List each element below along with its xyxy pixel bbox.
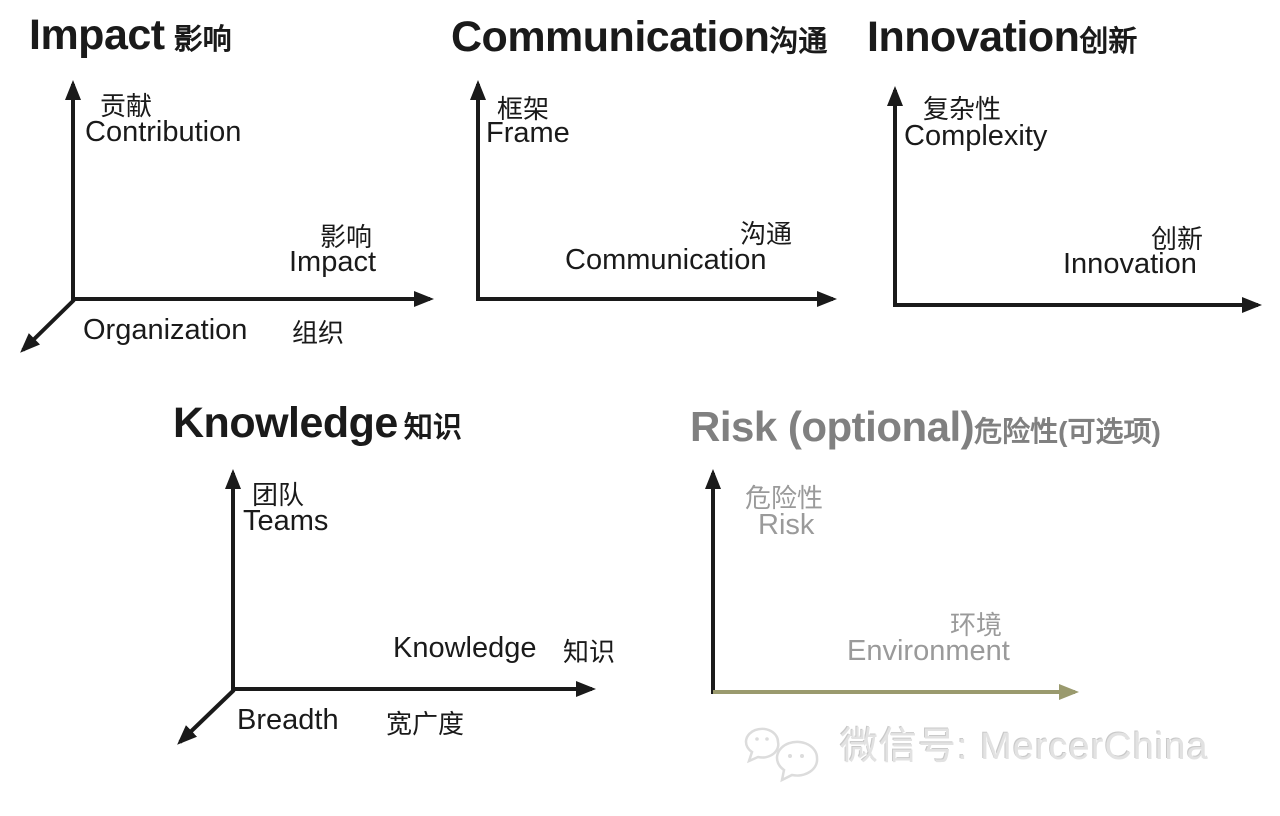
communication-x-axis-label-en: Communication xyxy=(565,244,767,276)
knowledge-y-axis-label-zh: 团队 xyxy=(252,480,305,510)
innovation-y-axis-label-en: Complexity xyxy=(904,120,1048,152)
impact-chart-title: Impact 影响 xyxy=(29,14,232,57)
impact-x-axis-label-zh: 影响 xyxy=(320,222,373,252)
communication-title-en: Communication xyxy=(451,13,770,61)
impact-x-axis-label-en: Impact xyxy=(289,246,377,278)
watermark-label: 微信号: MercerChina xyxy=(840,726,1209,768)
innovation-title-zh: 创新 xyxy=(1079,26,1138,58)
risk-chart-title: Risk (optional) 危险性(可选项) xyxy=(690,406,1161,448)
knowledge-z-axis-label-zh: 宽广度 xyxy=(386,709,465,739)
impact-title-zh: 影响 xyxy=(173,24,232,56)
innovation-title-en: Innovation xyxy=(867,13,1080,61)
innovation-chart-title: Innovation 创新 xyxy=(867,16,1137,59)
risk-x-axis-label-zh: 环境 xyxy=(950,610,1003,640)
knowledge-y-axis-label-en: Teams xyxy=(243,505,329,537)
impact-title-en: Impact xyxy=(29,11,165,59)
knowledge-title-en: Knowledge xyxy=(173,399,398,447)
communication-y-axis-label-en: Frame xyxy=(486,117,570,149)
impact-z-axis xyxy=(20,298,76,353)
communication-x-axis-label-zh: 沟通 xyxy=(740,219,793,249)
risk-y-axis-label-en: Risk xyxy=(758,509,815,541)
knowledge-chart-title: Knowledge 知识 xyxy=(173,402,462,445)
innovation-x-axis-label-zh: 创新 xyxy=(1151,224,1204,254)
risk-y-axis-label-zh: 危险性 xyxy=(745,483,824,513)
innovation-x-axis-label-en: Innovation xyxy=(1063,248,1197,280)
impact-y-axis-label-zh: 贡献 xyxy=(100,91,153,121)
risk-x-axis-label-en: Environment xyxy=(847,635,1010,667)
knowledge-z-axis-label-en: Breadth xyxy=(237,704,339,736)
impact-y-axis-label-en: Contribution xyxy=(85,116,242,148)
innovation-y-axis-label-zh: 复杂性 xyxy=(923,94,1002,124)
communication-title-zh: 沟通 xyxy=(769,26,828,58)
communication-y-axis-label-zh: 框架 xyxy=(497,94,550,124)
communication-chart-title: Communication 沟通 xyxy=(451,16,827,59)
risk-title-en: Risk (optional) xyxy=(690,403,975,450)
knowledge-x-axis-label-zh: 知识 xyxy=(563,637,616,667)
risk-title-zh: 危险性(可选项) xyxy=(974,416,1161,447)
impact-z-axis-label-zh: 组织 xyxy=(292,318,345,348)
impact-z-axis-label-en: Organization xyxy=(83,314,248,346)
knowledge-z-axis xyxy=(177,688,236,745)
knowledge-x-axis-label-en: Knowledge xyxy=(393,632,537,664)
wechat-icon xyxy=(744,727,819,783)
watermark: 微信号: MercerChina xyxy=(742,722,1209,788)
knowledge-title-zh: 知识 xyxy=(403,412,462,444)
